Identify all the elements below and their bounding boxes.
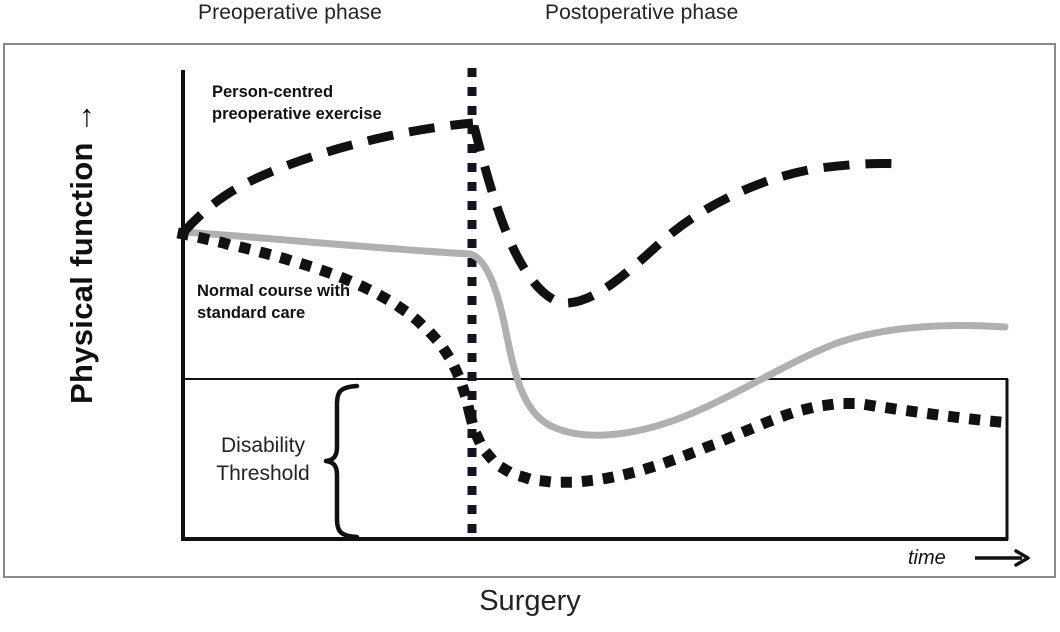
series-exercise-postop [469,124,901,308]
time-arrow-icon [975,549,1030,567]
normal-annotation-line2: standard care [197,303,306,322]
normal-annotation-line1: Normal course with [197,282,351,300]
series-normal-course-postop [464,398,1006,488]
exercise-curve-annotation: Person-centred preoperative exercise [212,82,382,126]
series-exercise-preop [179,118,474,236]
time-axis-text: time [908,547,946,569]
disability-threshold-label: Disability Threshold [203,432,323,488]
figure-border [3,43,1056,578]
postoperative-phase-label: Postoperative phase [545,1,739,24]
time-axis-label: time [908,547,946,570]
series-gray-normal-course [179,228,1009,439]
exercise-annotation-line1: Person-centred [212,83,334,101]
preoperative-phase-label: Preoperative phase [198,1,382,24]
normal-course-annotation: Normal course with standard care [197,281,350,325]
x-axis-label: Surgery [479,585,581,617]
series-normal-course-preop [176,227,478,427]
disability-threshold-brace [323,383,360,540]
exercise-annotation-line2: preoperative exercise [212,104,382,123]
threshold-label-line2: Threshold [216,461,310,485]
threshold-label-line1: Disability [220,434,306,457]
